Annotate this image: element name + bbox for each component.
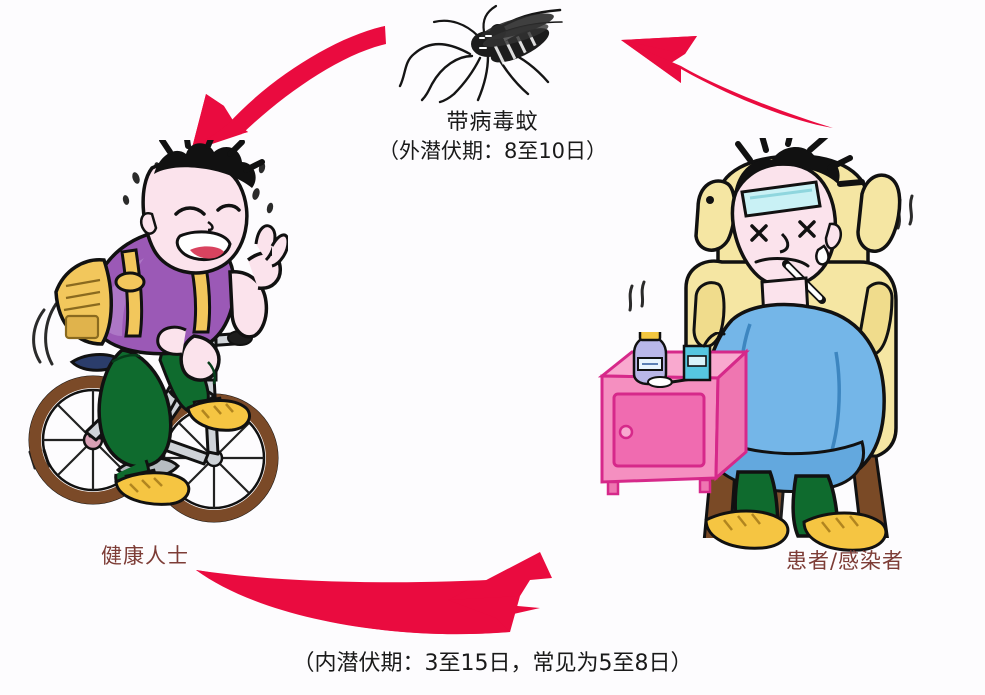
patient-label: 患者/感染者 [785, 549, 905, 573]
nightstand-icon [598, 332, 778, 507]
mosquito-icon [392, 4, 572, 104]
arrow-patient-to-mosquito [585, 8, 835, 133]
arrow-healthy-to-patient [190, 540, 730, 645]
arrow-mosquito-to-healthy [172, 18, 387, 153]
mosquito-sublabel: （外潜伏期：8至10日） [377, 139, 608, 163]
mosquito-label: 带病毒蚊 [446, 110, 539, 135]
patient-shoes-icon [700, 498, 900, 558]
cyclist-icon [18, 140, 288, 540]
incubation-caption: （内潜伏期：3至15日，常见为5至8日） [292, 651, 693, 676]
healthy-label: 健康人士 [101, 544, 189, 568]
